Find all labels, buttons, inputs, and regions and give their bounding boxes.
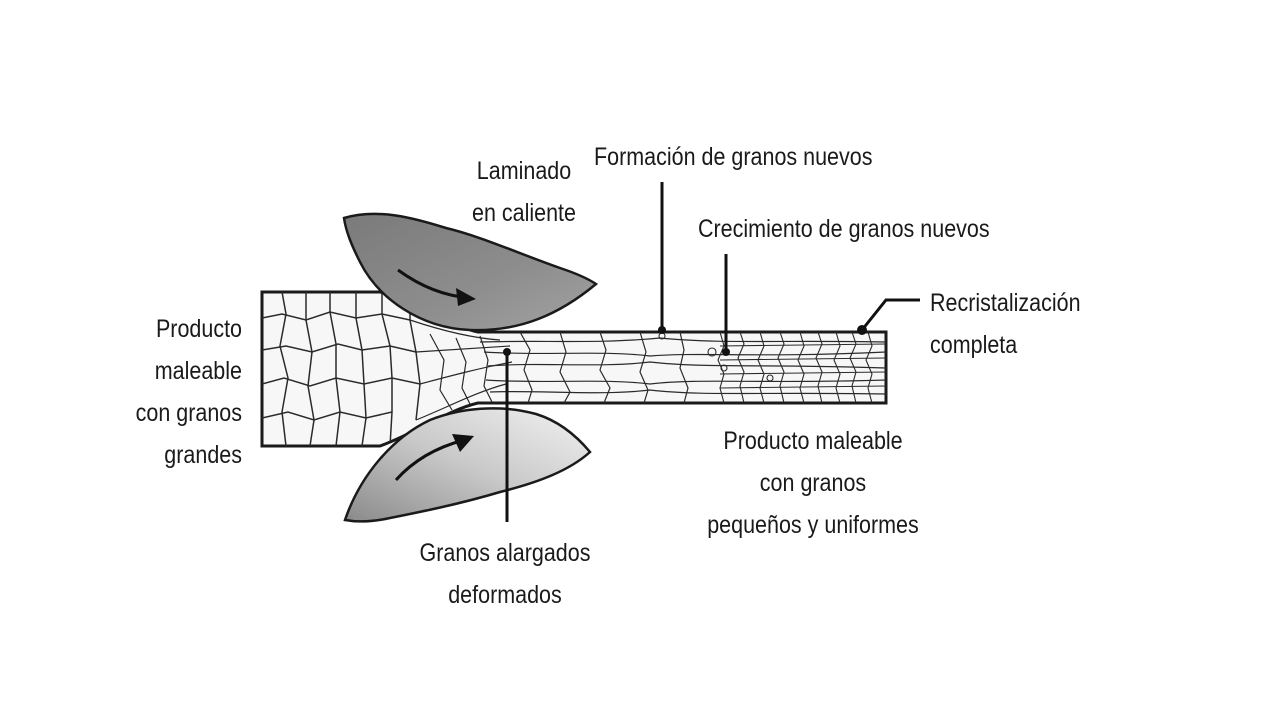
callout-leaders — [505, 182, 920, 522]
label-new-grain-formation: Formación de granos nuevos — [594, 143, 873, 171]
label-input-product: Producto maleable con granos grandes — [135, 315, 242, 469]
label-elongated-grains: Granos alargados deformados — [419, 539, 591, 609]
callout-dots — [503, 325, 867, 356]
small-uniform-grains — [658, 331, 886, 404]
upper-roll — [342, 212, 599, 332]
leader-full-recrystallization — [860, 298, 920, 331]
lower-rotation-arrow — [394, 438, 465, 481]
elongated-grains — [409, 319, 886, 421]
label-output-product: Producto maleable con granos pequeños y … — [707, 427, 919, 539]
label-new-grain-growth: Crecimiento de granos nuevos — [698, 215, 990, 243]
lower-roll — [343, 407, 592, 523]
label-full-recrystallization: Recristalización completa — [930, 289, 1081, 359]
label-hot-rolling: Laminado en caliente — [471, 157, 577, 227]
